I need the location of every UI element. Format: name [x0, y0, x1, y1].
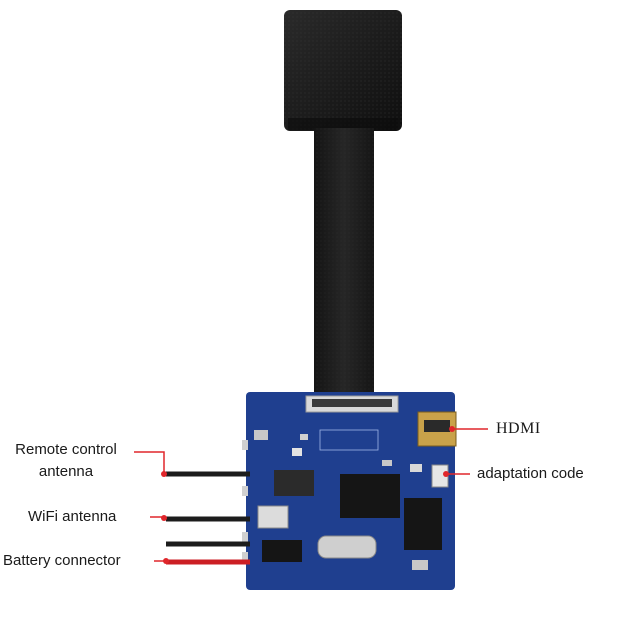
label-wifi-antenna: WiFi antenna — [28, 508, 117, 525]
label-adaptation-code: adaptation code — [477, 465, 584, 482]
pointer-wifi-antenna — [150, 515, 167, 521]
label-remote-control-antenna: Remote control antenna — [6, 439, 126, 483]
camera-module — [284, 10, 402, 131]
ribbon-cable — [314, 128, 374, 396]
pointer-hdmi — [449, 426, 488, 432]
pointer-battery-connector — [154, 558, 169, 564]
pointer-remote-antenna — [134, 451, 167, 477]
pcb-board — [242, 392, 457, 590]
label-remote-control-line2: antenna — [38, 463, 94, 480]
label-hdmi: HDMI — [496, 420, 541, 437]
wires — [166, 471, 250, 565]
pointer-adaptation-code — [443, 471, 470, 477]
label-remote-control-line1: Remote control — [15, 441, 117, 458]
label-battery-connector: Battery connector — [3, 552, 121, 569]
